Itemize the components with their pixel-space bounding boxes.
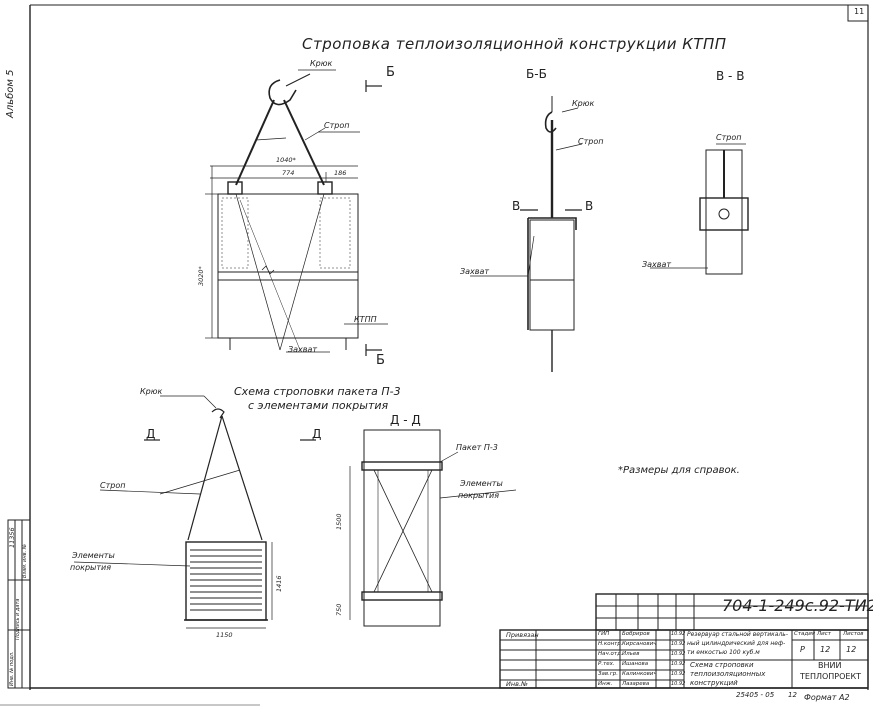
package-dim-width: 1150 <box>216 631 233 639</box>
package-view-lines <box>73 395 316 629</box>
role-5: Инж. <box>598 681 613 687</box>
left-col-label-3: Взам. инв. № <box>22 544 28 578</box>
sheet-header: Лист <box>817 631 831 637</box>
date-5: 10.92 <box>671 681 686 687</box>
section-mark-b-bottom: Б <box>376 353 385 368</box>
main-hook-label: Крюк <box>310 59 333 68</box>
dim-left: 774 <box>282 169 295 177</box>
package-dim-height: 1416 <box>275 575 283 592</box>
page-number-box <box>847 4 869 22</box>
role-1: Н.контр. <box>598 641 623 647</box>
format-label: Формат А2 <box>804 693 850 702</box>
date-1: 10.92 <box>671 641 686 647</box>
view-vv-lines <box>650 143 749 275</box>
inv-label: Инв.№ <box>506 680 528 688</box>
package-sling-label: Строп <box>100 481 126 490</box>
dd-dim-bottom: 750 <box>335 603 343 616</box>
stage-header: Стадия <box>794 631 816 637</box>
bb-hook-label: Крюк <box>572 99 595 108</box>
bb-cut-right: В <box>585 199 594 213</box>
description-line-2: ти емкостью 100 куб.м <box>687 649 760 656</box>
dd-dim-height: 1500 <box>335 513 343 530</box>
description-line-1: ный цилиндрический для неф- <box>687 640 786 647</box>
role-2: Нач.отд. <box>598 651 623 657</box>
name-4: Калинкович <box>622 671 657 677</box>
view-dd-lines <box>349 429 517 627</box>
main-sling-label: Строп <box>324 121 350 130</box>
package-title-line2: с элементами покрытия <box>248 399 389 412</box>
bottom-code: 25405 - 05 <box>736 691 775 699</box>
main-title: Строповка теплоизоляционной конструкции … <box>302 35 727 53</box>
view-bb-lines <box>470 96 583 372</box>
date-3: 10.92 <box>671 661 686 667</box>
package-elements-line1: Элементы <box>72 551 115 560</box>
org-line-1: ВНИИ <box>818 661 842 670</box>
main-view-lines <box>205 69 388 356</box>
package-cut-left: Д <box>146 427 156 441</box>
sheet-title-line-1: теплоизоляционных <box>690 670 766 678</box>
name-1: Кирсанович <box>622 641 657 647</box>
bottom-page: 12 <box>788 691 797 699</box>
description-line-0: Резервуар стальной вертикаль- <box>687 631 788 638</box>
sheet-title-line-2: конструкций <box>690 679 738 687</box>
name-0: Бобриров <box>622 631 650 637</box>
sheet-title-line-0: Схема строповки <box>690 661 754 669</box>
dd-package-label: Пакет П-3 <box>456 443 498 452</box>
role-3: Р.тех. <box>598 661 615 667</box>
left-col-label-1: Инв. № подл. <box>9 651 15 687</box>
date-2: 10.92 <box>671 651 686 657</box>
left-stamp-columns <box>7 519 31 689</box>
sheets-header: Листов <box>843 631 864 637</box>
name-5: Лазарева <box>622 681 650 687</box>
dim-height: 3020* <box>197 266 205 286</box>
dim-right: 186 <box>334 169 347 177</box>
name-2: Ильев <box>622 651 640 657</box>
package-hook-label: Крюк <box>140 387 163 396</box>
dim-total: 1040* <box>276 156 296 164</box>
package-elements-line2: покрытия <box>70 563 112 572</box>
role-0: ГИП <box>598 631 610 637</box>
org-line-2: ТЕПЛОПРОЕКТ <box>800 672 862 681</box>
date-0: 10.92 <box>671 631 686 637</box>
vv-sling-label: Строп <box>716 133 742 142</box>
sheets-value: 12 <box>846 645 857 654</box>
view-bb-title: Б-Б <box>526 67 547 81</box>
side-code: 11356 <box>8 527 16 548</box>
binding-label: Привязан <box>506 631 539 639</box>
bb-grip-label: Захват <box>460 267 490 276</box>
left-col-label-2: Подпись и дата <box>15 598 21 640</box>
date-4: 10.92 <box>671 671 686 677</box>
title-block-lines <box>499 593 869 689</box>
dd-elements-line2: покрытия <box>458 491 500 500</box>
section-mark-b-top: Б <box>386 65 395 80</box>
name-3: Ишанова <box>622 661 649 667</box>
stage-value: Р <box>800 645 805 654</box>
bb-cut-left: В <box>512 199 521 213</box>
view-dd-title: Д - Д <box>390 413 421 427</box>
vv-grip-label: Захват <box>642 260 672 269</box>
bb-sling-label: Строп <box>578 137 604 146</box>
album-label: Альбом 5 <box>5 69 16 119</box>
package-cut-right: Д <box>312 427 322 441</box>
dd-elements-line1: Элементы <box>460 479 503 488</box>
package-title-line1: Схема строповки пакета П-3 <box>234 385 401 398</box>
main-grip-label: Захват <box>288 345 318 354</box>
doc-code: 704-1-249с.92-ТИ2 <box>722 596 873 615</box>
sheet-value: 12 <box>820 645 831 654</box>
view-vv-title: В - В <box>716 69 745 83</box>
role-4: Зав.гр. <box>598 671 619 677</box>
page-number: 11 <box>854 7 865 16</box>
main-ktpp-label: КТПП <box>354 315 377 324</box>
note-text: *Размеры для справок. <box>618 465 740 476</box>
